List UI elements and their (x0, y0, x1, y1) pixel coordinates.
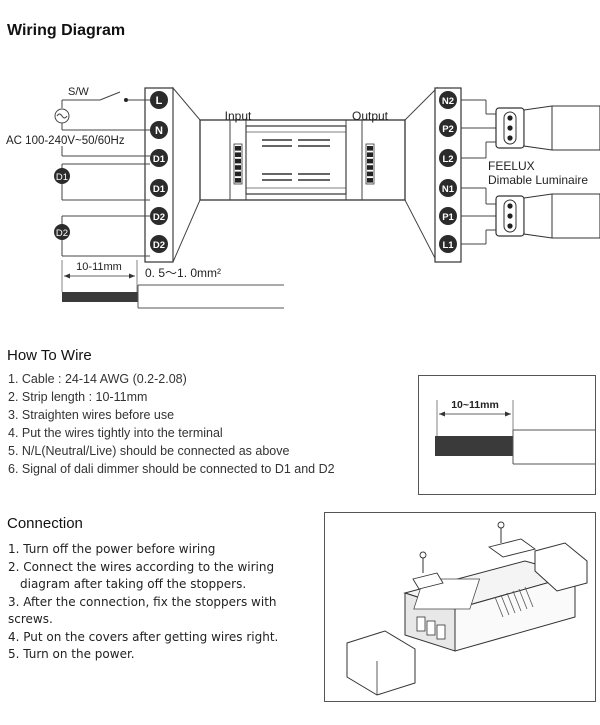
list-item: 6. Signal of dali dimmer should be conne… (8, 462, 335, 476)
svg-text:D2: D2 (153, 240, 165, 251)
stripped-wire-core (62, 292, 138, 302)
ac-label: AC 100-240V~50/60Hz (6, 135, 125, 147)
left-terminal-d2-5: D2 (150, 207, 168, 225)
list-item: 4. Put on the covers after getting wires… (8, 629, 279, 644)
connection-list: 1. Turn off the power before wiring 2. Co… (8, 541, 318, 664)
svg-text:P2: P2 (442, 124, 454, 135)
right-terminal-n2-1: N2 (439, 91, 457, 109)
left-terminal-l-1: L (150, 91, 168, 109)
list-item: 4. Put the wires tightly into the termin… (8, 426, 223, 440)
input-label: Input (225, 109, 252, 123)
right-terminal-n1-4: N1 (439, 179, 457, 197)
svg-text:L: L (156, 95, 163, 107)
svg-text:N: N (155, 125, 163, 137)
svg-text:L1: L1 (442, 240, 454, 251)
inset-strip-label: 10~11mm (451, 399, 499, 411)
right-terminal-p1-5: P1 (439, 207, 457, 225)
dimmer-d1-label: D1 (56, 172, 68, 183)
right-terminal-l1-6: L1 (439, 235, 457, 253)
list-item: 3. Straighten wires before use (8, 408, 175, 422)
output-label: Output (352, 109, 389, 123)
dimmer-d2-label: D2 (56, 228, 68, 239)
page-title: Wiring Diagram (7, 22, 126, 39)
svg-text:D1: D1 (153, 184, 166, 195)
strip-length-label: 10-11mm (76, 261, 122, 273)
luminaire-type: Dimable Luminaire (488, 173, 588, 187)
list-item: 3. After the connection, fix the stopper… (8, 594, 277, 627)
strip-length-inset: 10~11mm (418, 375, 596, 495)
right-terminal-l2-3: L2 (439, 149, 457, 167)
svg-text:N2: N2 (442, 96, 454, 107)
svg-text:N1: N1 (442, 184, 455, 195)
connection-heading: Connection (7, 515, 83, 532)
list-item: 2. Strip length : 10-11mm (8, 390, 148, 404)
left-terminal-d1-3: D1 (150, 149, 168, 167)
svg-text:D1: D1 (153, 154, 166, 165)
left-terminal-d2-6: D2 (150, 235, 168, 253)
assembly-illustration (324, 512, 596, 702)
svg-text:P1: P1 (442, 212, 454, 223)
svg-text:L2: L2 (442, 154, 453, 165)
wire-size-label: 0. 5～1. 0mm² (145, 266, 221, 280)
list-item: diagram after taking off the stoppers. (20, 577, 247, 591)
switch-lever (99, 91, 121, 101)
how-to-wire-list: 1. Cable : 24-14 AWG (0.2-2.08) 2. Strip … (8, 370, 408, 478)
output-connector (365, 143, 375, 185)
switch-label: S/W (68, 86, 89, 98)
list-item: 2. Connect the wires according to the wi… (8, 559, 275, 574)
luminaire-brand: FEELUX (488, 159, 535, 173)
right-terminal-p2-2: P2 (439, 119, 457, 137)
list-item: 5. Turn on the power. (8, 647, 135, 661)
left-terminal-block (144, 87, 174, 263)
right-terminal-block (434, 87, 462, 263)
list-item: 5. N/L(Neutral/Live) should be connected… (8, 444, 290, 458)
svg-text:D2: D2 (153, 212, 165, 223)
list-item: 1. Turn off the power before wiring (8, 542, 216, 556)
input-connector (233, 143, 243, 185)
how-to-wire-heading: How To Wire (7, 347, 92, 364)
left-terminal-d1-4: D1 (150, 179, 168, 197)
left-terminal-n-2: N (150, 121, 168, 139)
list-item: 1. Cable : 24-14 AWG (0.2-2.08) (8, 372, 187, 386)
